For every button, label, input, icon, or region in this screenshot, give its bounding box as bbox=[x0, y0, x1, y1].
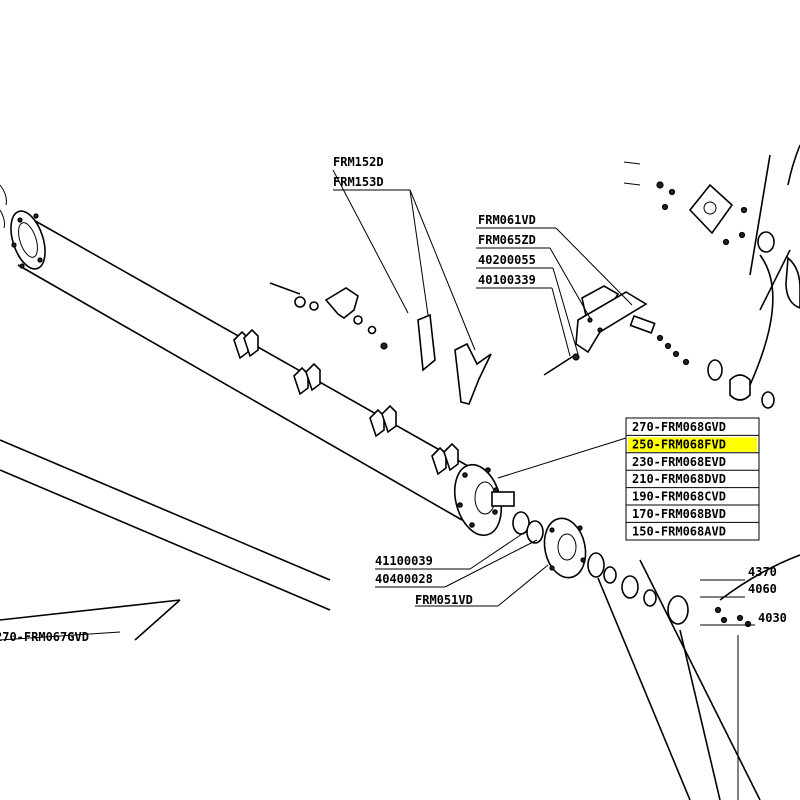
label-4370: 4370 bbox=[748, 565, 777, 579]
part-table-row[interactable]: 150-FRM068AVD bbox=[632, 524, 726, 538]
label-4060: 4060 bbox=[748, 582, 777, 596]
frame-outline bbox=[0, 439, 331, 641]
label-40100339: 40100339 bbox=[478, 273, 536, 287]
part-labels: FRM152D FRM153D FRM061VD FRM065ZD 402000… bbox=[0, 155, 787, 644]
label-frm051vd: FRM051VD bbox=[415, 593, 473, 607]
part-table-row[interactable]: 170-FRM068BVD bbox=[632, 507, 726, 521]
part-table-row[interactable]: 230-FRM068EVD bbox=[632, 455, 726, 469]
main-shaft bbox=[0, 184, 515, 537]
label-frm061vd: FRM061VD bbox=[478, 213, 536, 227]
part-table-row[interactable]: 270-FRM068GVD bbox=[632, 420, 726, 434]
part-table-row[interactable]: 250-FRM068FVD bbox=[632, 437, 726, 451]
leader-lines bbox=[332, 169, 755, 626]
part-table-border bbox=[625, 417, 760, 541]
label-40400028: 40400028 bbox=[375, 572, 433, 586]
label-40200055: 40200055 bbox=[478, 253, 536, 267]
part-number-table: 270-FRM068GVD 250-FRM068FVD 230-FRM068EVD 2… bbox=[625, 417, 760, 541]
label-41100039: 41100039 bbox=[375, 554, 433, 568]
bracket-assembly bbox=[269, 282, 492, 405]
label-frm152d: FRM152D bbox=[333, 155, 384, 169]
hub-assembly bbox=[512, 511, 800, 800]
upper-right-cluster bbox=[543, 144, 800, 409]
part-table-row[interactable]: 210-FRM068DVD bbox=[632, 472, 726, 486]
label-frm153d: FRM153D bbox=[333, 175, 384, 189]
part-table-row-highlight bbox=[628, 437, 757, 452]
label-frm065zd: FRM065ZD bbox=[478, 233, 536, 247]
label-4030: 4030 bbox=[758, 611, 787, 625]
label-frm067gvd: 270-FRM067GVD bbox=[0, 630, 89, 644]
part-table-row[interactable]: 190-FRM068CVD bbox=[632, 490, 726, 504]
